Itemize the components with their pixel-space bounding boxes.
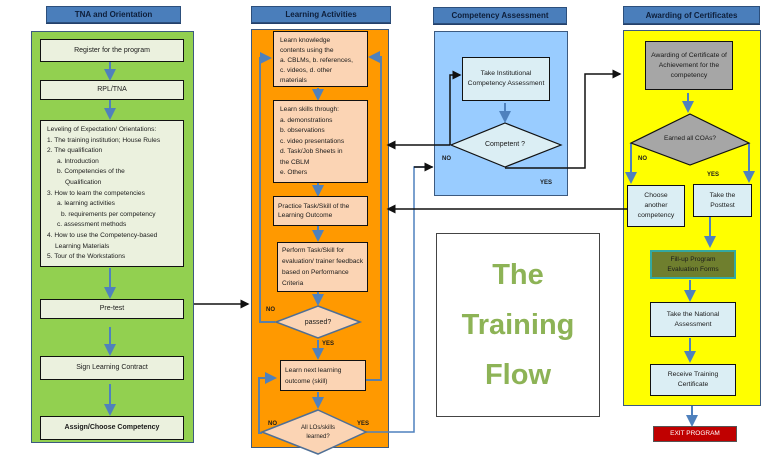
- knowledge-line: a. CBLMs, b. references,: [280, 57, 353, 64]
- all-learned-no-label: NO: [268, 421, 277, 427]
- knowledge-line: Learn knowledge: [280, 37, 331, 44]
- knowledge-line: c. videos, d. other: [280, 67, 333, 74]
- orientation-item: a. learning activities: [57, 200, 115, 208]
- skills-line: the CBLM: [280, 158, 310, 166]
- perform-step: Perform Task/Skill for evaluation/ train…: [277, 242, 368, 292]
- learn-knowledge-step: Learn knowledge contents using the a. CB…: [273, 31, 368, 87]
- passed-yes-label: YES: [322, 341, 335, 347]
- competent-decision-label: Competent ?: [484, 140, 526, 148]
- competent-yes-label: YES: [540, 180, 553, 186]
- learning-lane-header: Learning Activities: [251, 6, 391, 23]
- take-assessment-step: Take Institutional Competency Assessment: [462, 57, 550, 101]
- award-coa-step: Awarding of Certificate of Achievement f…: [645, 41, 733, 90]
- assign-competency-step: Assign/Choose Competency: [40, 416, 184, 440]
- passed-decision-label: passed?: [304, 318, 332, 326]
- skills-line: c. video presentations: [280, 137, 345, 145]
- all-learned-decision-label: All LOs/skills learned?: [300, 425, 335, 440]
- knowledge-line: materials: [280, 77, 307, 84]
- earned-no-label: NO: [638, 156, 647, 162]
- orientation-item: 3. How to learn the competencies: [47, 189, 145, 197]
- orientation-title: Leveling of Expectation/ Orientations:: [47, 126, 157, 133]
- skills-line: Learn skills through:: [280, 106, 340, 113]
- skills-line: b. observations: [280, 127, 325, 134]
- rpl-tna-step: RPL/TNA: [40, 80, 184, 100]
- choose-another-competency-step: Choose another competency: [627, 185, 685, 227]
- all-learned-yes-label: YES: [357, 421, 370, 427]
- orientation-item: b. requirements per competency: [61, 210, 156, 218]
- orientation-step: Leveling of Expectation/ Orientations: 1…: [40, 120, 184, 267]
- pretest-step: Pre-test: [40, 299, 184, 319]
- practice-step: Practice Task/Skill of the Learning Outc…: [273, 196, 368, 226]
- competent-no-label: NO: [442, 156, 451, 162]
- orientation-item: 5. Tour of the Workstations: [47, 253, 126, 261]
- learn-next-step: Learn next learning outcome (skill): [280, 360, 366, 391]
- orientation-item: Qualification: [65, 178, 102, 186]
- title-panel: The Training Flow: [436, 233, 600, 417]
- national-assessment-step: Take the National Assessment: [650, 302, 736, 337]
- learn-skills-step: Learn skills through: a. demonstrations …: [273, 100, 368, 183]
- receive-certificate-step: Receive Training Certificate: [650, 364, 736, 396]
- orientation-item: Learning Materials: [55, 242, 110, 250]
- title-line-1: The: [492, 259, 544, 291]
- assessment-lane-header: Competency Assessment: [433, 7, 567, 24]
- title-line-2: Training: [461, 309, 575, 341]
- knowledge-line: contents using the: [280, 47, 334, 54]
- earned-coas-decision-label: Earned all COAs?: [663, 134, 717, 142]
- sign-contract-step: Sign Learning Contract: [40, 356, 184, 380]
- title-line-3: Flow: [484, 359, 552, 391]
- earned-yes-label: YES: [707, 172, 720, 178]
- orientation-item: 1. The training institution; House Rules: [47, 136, 161, 144]
- register-step: Register for the program: [40, 39, 184, 62]
- orientation-item: c. assessment methods: [57, 221, 127, 229]
- orientation-item: b. Competencies of the: [57, 168, 125, 176]
- take-posttest-step: Take the Posttest: [693, 184, 752, 217]
- evaluation-forms-step: Fill-up Program Evaluation Forms: [650, 250, 736, 279]
- certificates-lane-header: Awarding of Certificates: [623, 6, 760, 24]
- orientation-item: 2. The qualification: [47, 147, 103, 155]
- assessment-lane: [434, 31, 568, 196]
- exit-program-terminal: EXIT PROGRAM: [653, 426, 737, 442]
- skills-line: e. Others: [280, 169, 308, 176]
- orientation-item: 4. How to use the Competency-based: [47, 231, 158, 239]
- skills-line: d. Task/Job Sheets in: [280, 148, 343, 155]
- skills-line: a. demonstrations: [280, 116, 333, 124]
- tna-lane-header: TNA and Orientation: [46, 6, 181, 23]
- passed-no-label: NO: [266, 307, 275, 313]
- orientation-item: a. Introduction: [57, 157, 99, 165]
